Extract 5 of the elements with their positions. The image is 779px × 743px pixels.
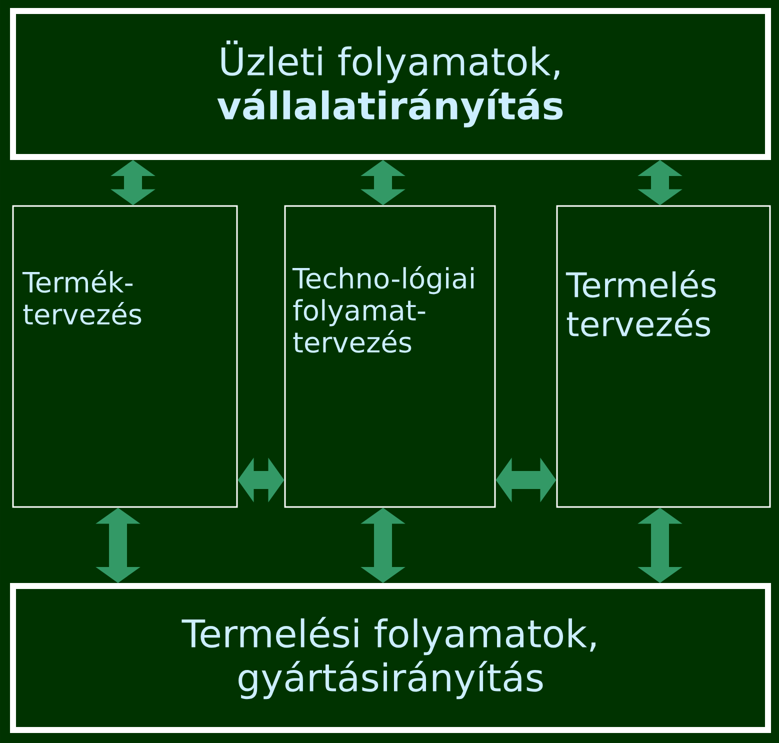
header-box: Üzleti folyamatok, vállalatirányítás <box>10 8 771 160</box>
process-box: Termék-tervezés <box>12 205 238 508</box>
footer-box: Termelési folyamatok, gyártásirányítás <box>10 582 771 733</box>
process-box: Techno-lógiai folyamat-tervezés <box>284 205 496 508</box>
process-box: Termelés tervezés <box>556 205 771 508</box>
